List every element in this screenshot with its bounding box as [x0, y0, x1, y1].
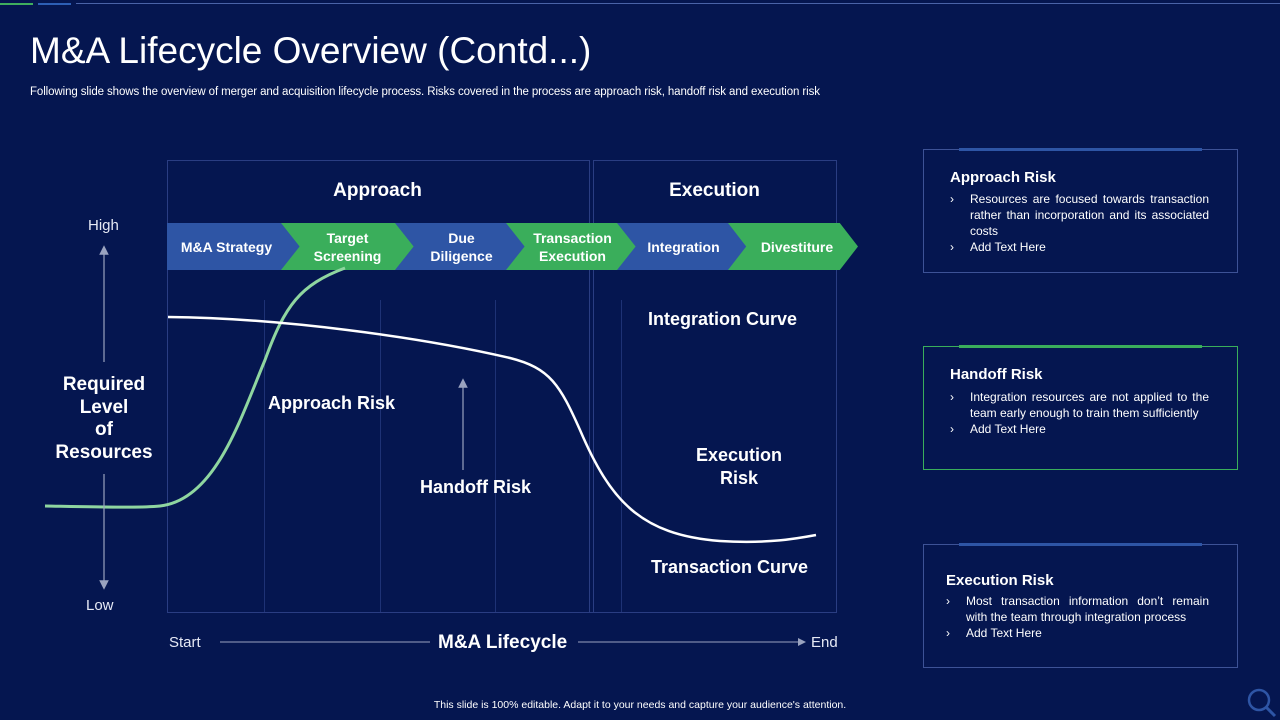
approach-frame — [167, 160, 590, 613]
step-label: Due Diligence — [430, 229, 493, 264]
card-bullets: Most transaction information don’t remai… — [946, 593, 1209, 641]
grid-line — [621, 300, 622, 612]
card-bullet: Add Text Here — [950, 421, 1209, 437]
card-handoff-risk: Handoff Risk Integration resources are n… — [923, 345, 1238, 470]
y-axis-high: High — [88, 217, 119, 234]
card-bullet: Add Text Here — [946, 625, 1209, 641]
card-title: Execution Risk — [946, 572, 1054, 589]
transaction-curve — [167, 315, 817, 544]
approach-risk-label: Approach Risk — [268, 393, 396, 413]
step-integration: Integration — [617, 223, 750, 270]
step-label: M&A Strategy — [180, 238, 273, 255]
grid-line — [264, 300, 265, 612]
execution-frame — [593, 160, 837, 613]
step-label: Integration — [647, 238, 720, 255]
footer-note: This slide is 100% editable. Adapt it to… — [433, 699, 847, 711]
x-axis-start: Start — [169, 634, 201, 651]
step-due-diligence: Due Diligence — [395, 223, 528, 270]
step-target-screening: Target Screening — [281, 223, 414, 270]
card-accent-bar — [959, 543, 1202, 546]
card-bullet: Integration resources are not applied to… — [950, 389, 1209, 421]
card-title: Handoff Risk — [950, 366, 1043, 383]
y-axis-low: Low — [86, 597, 114, 614]
card-approach-risk: Approach Risk Resources are focused towa… — [923, 148, 1238, 273]
integration-curve-label: Integration Curve — [648, 309, 798, 329]
card-bullets: Resources are focused towards transactio… — [950, 191, 1209, 255]
phase-execution-label: Execution — [669, 180, 760, 201]
card-bullet: Most transaction information don’t remai… — [946, 593, 1209, 625]
top-accent-green — [0, 3, 33, 5]
y-axis-label: Required Level of Resources — [55, 374, 153, 463]
card-accent-bar — [959, 345, 1202, 348]
step-label: Divestiture — [760, 238, 834, 255]
x-axis-end: End — [811, 634, 838, 651]
integration-curve — [44, 266, 346, 509]
handoff-risk-label: Handoff Risk — [420, 477, 532, 497]
top-divider — [76, 3, 1280, 4]
diagram-baseline — [167, 612, 836, 613]
transaction-curve-label: Transaction Curve — [651, 557, 809, 577]
phase-approach-label: Approach — [333, 180, 422, 201]
card-bullet: Add Text Here — [950, 239, 1209, 255]
page-subtitle: Following slide shows the overview of me… — [30, 86, 820, 98]
card-accent-bar — [959, 148, 1202, 151]
top-accent-blue — [38, 3, 71, 5]
card-execution-risk: Execution Risk Most transaction informat… — [923, 543, 1238, 668]
card-bullet: Resources are focused towards transactio… — [950, 191, 1209, 239]
grid-line — [380, 300, 381, 612]
grid-line — [495, 300, 496, 612]
step-label: Transaction Execution — [533, 229, 612, 264]
card-bullets: Integration resources are not applied to… — [950, 389, 1209, 437]
step-label: Target Screening — [313, 229, 382, 264]
step-divestiture: Divestiture — [728, 223, 858, 270]
search-icon[interactable] — [1244, 686, 1278, 720]
step-ma-strategy: M&A Strategy — [167, 223, 300, 270]
card-title: Approach Risk — [950, 169, 1056, 186]
step-transaction-execution: Transaction Execution — [506, 223, 639, 270]
page-title: M&A Lifecycle Overview (Contd...) — [30, 30, 592, 71]
execution-risk-label: Execution Risk — [695, 445, 783, 488]
x-axis-label: M&A Lifecycle — [438, 632, 568, 653]
